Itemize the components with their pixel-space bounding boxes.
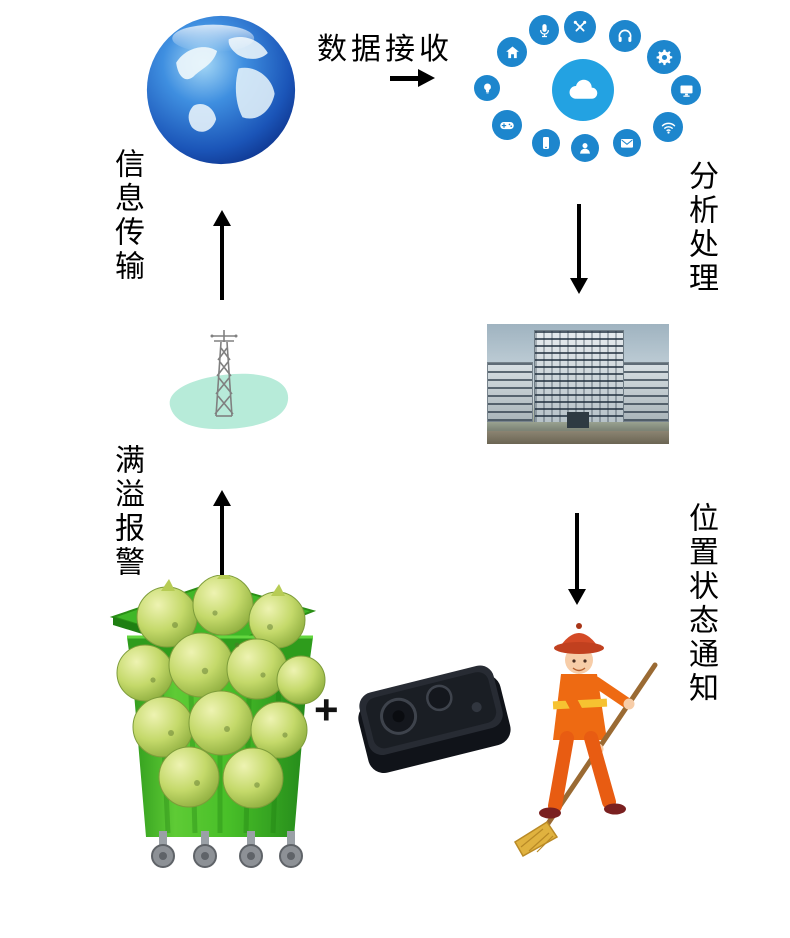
monitor-icon <box>671 75 701 105</box>
arrow-right-icon <box>390 69 435 87</box>
plus-sign: + <box>314 686 339 733</box>
gear-icon <box>647 40 681 74</box>
label-info-transmission: 信息传输 <box>110 148 143 284</box>
label-location-status-notice: 位置状态通知 <box>684 502 717 706</box>
label-overflow-alarm: 满溢报警 <box>110 444 143 580</box>
label-data-receive: 数据接收 <box>317 33 453 66</box>
trash-bin-illustration <box>105 569 335 875</box>
arrow-down-analysis-icon <box>570 204 588 294</box>
building-left-wing <box>487 362 533 422</box>
radio-tower-icon <box>204 328 244 418</box>
label-analysis-processing: 分析处理 <box>684 160 717 296</box>
arrow-up-alarm-icon <box>213 490 231 576</box>
building-tower <box>534 330 624 423</box>
arrow-down-notice-icon <box>568 513 586 605</box>
building-plaza <box>487 430 669 444</box>
mail-icon <box>613 129 641 157</box>
gamepad-icon <box>492 110 522 140</box>
globe-illustration <box>143 12 299 168</box>
microphone-icon <box>529 15 559 45</box>
person-icon <box>571 134 599 162</box>
tools-icon <box>564 11 596 43</box>
building-entrance <box>567 411 589 429</box>
lightbulb-icon <box>474 75 500 101</box>
teal-blob <box>152 366 294 434</box>
headphones-icon <box>609 20 641 52</box>
cloud-icon <box>552 59 614 121</box>
sensor-device-illustration <box>348 648 518 783</box>
home-icon <box>497 37 527 67</box>
wifi-icon <box>653 112 683 142</box>
building-right-wing <box>623 362 669 422</box>
building-illustration <box>487 324 669 444</box>
phone-icon <box>532 129 560 157</box>
iot-cloud-cluster <box>470 10 705 165</box>
arrow-up-transmission-icon <box>213 210 231 300</box>
sanitation-worker-illustration <box>503 610 673 860</box>
